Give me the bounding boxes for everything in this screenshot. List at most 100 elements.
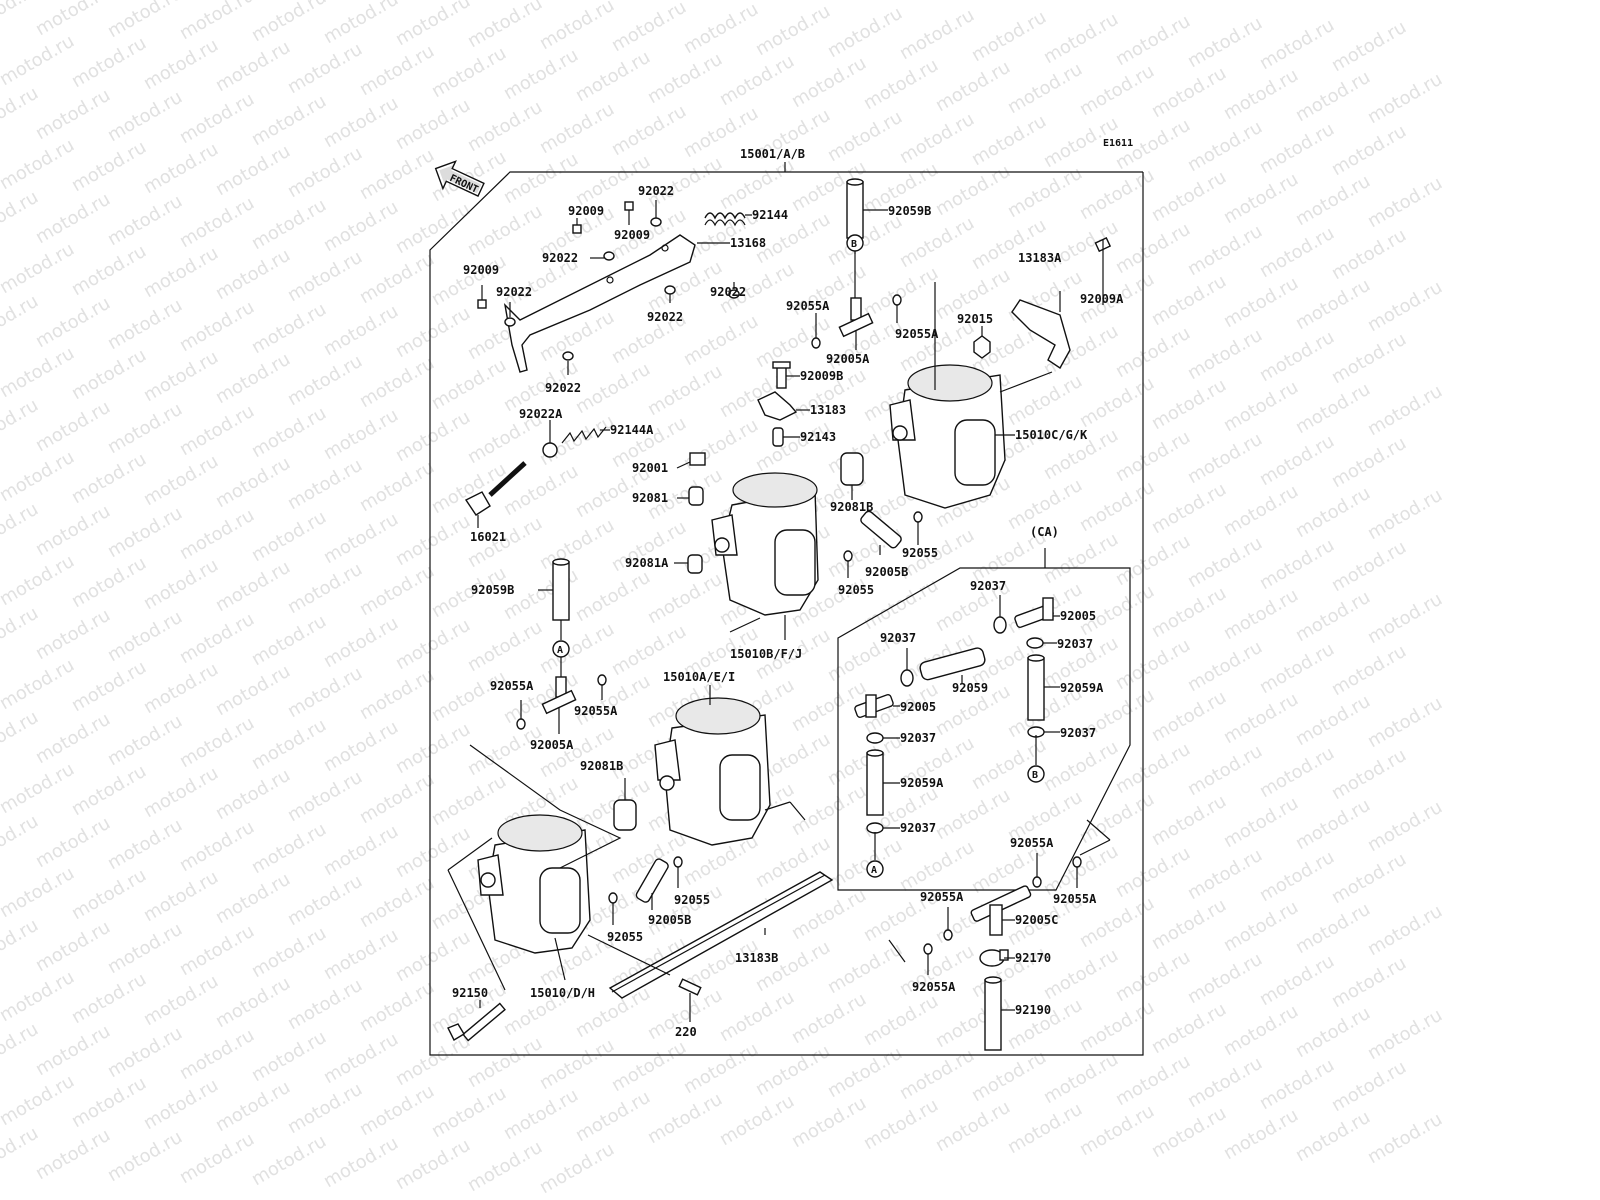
svg-text:92055A: 92055A <box>1010 836 1054 850</box>
clip-92037-3 <box>900 669 914 687</box>
o-ring-92055-low <box>673 856 683 868</box>
cable-16021 <box>464 461 527 516</box>
t-fitting-92005a-left <box>541 676 577 715</box>
svg-text:92005B: 92005B <box>648 913 691 927</box>
t-fitting-92005a-top <box>838 297 874 338</box>
hose-92059a-2 <box>866 749 884 816</box>
svg-text:16021: 16021 <box>470 530 506 544</box>
svg-text:92081: 92081 <box>632 491 668 505</box>
ca-subassembly-frame <box>837 567 1131 891</box>
svg-text:92009: 92009 <box>614 228 650 242</box>
svg-text:92005A: 92005A <box>530 738 574 752</box>
svg-text:92022: 92022 <box>647 310 683 324</box>
svg-text:92009: 92009 <box>463 263 499 277</box>
svg-text:92037: 92037 <box>1057 637 1093 651</box>
nut-92015 <box>973 335 991 359</box>
svg-text:92037: 92037 <box>880 631 916 645</box>
leader-lines <box>477 200 1104 1022</box>
svg-text:92055A: 92055A <box>1053 892 1097 906</box>
bracket-13183a <box>1011 299 1071 370</box>
hose-92059a-1 <box>1027 654 1045 721</box>
washer-92022-f <box>562 351 574 361</box>
svg-text:92059: 92059 <box>952 681 988 695</box>
plate-13183 <box>757 391 798 421</box>
connector-a-left: A <box>552 620 570 677</box>
carburetor-15010cgk <box>889 282 1053 509</box>
assembly-frame <box>429 171 1144 1056</box>
screw-92009-b <box>624 201 634 211</box>
o-ring-92055a-r2 <box>1072 856 1082 868</box>
o-ring-92055-mid2 <box>843 550 853 562</box>
callout-labels: 92022 92009 92144 92009 13168 92022 9200… <box>452 184 1124 1039</box>
pin-92143 <box>772 427 784 447</box>
hose-92059 <box>919 647 986 681</box>
spring-92081b-low <box>613 799 637 831</box>
carburetor-15010aei <box>654 685 806 846</box>
svg-text:92081A: 92081A <box>625 556 669 570</box>
svg-text:92144A: 92144A <box>610 423 654 437</box>
spring-92081b-top <box>840 452 864 486</box>
svg-text:92150: 92150 <box>452 986 488 1000</box>
fitting-92005b-mid <box>860 510 902 549</box>
carburetor-15010dh <box>447 744 622 991</box>
linkage-bracket <box>503 234 696 373</box>
bracket-13183b <box>608 871 834 999</box>
spring-92081a <box>687 554 703 574</box>
washer-92022-top <box>650 217 662 227</box>
o-ring-92055a-r1 <box>1032 876 1042 888</box>
svg-text:92143: 92143 <box>800 430 836 444</box>
svg-text:92081B: 92081B <box>580 759 623 773</box>
svg-text:92022: 92022 <box>710 285 746 299</box>
svg-text:92009B: 92009B <box>800 369 843 383</box>
svg-text:92081B: 92081B <box>830 500 873 514</box>
o-ring-92055a-left2 <box>597 674 607 686</box>
o-ring-92055-mid <box>913 511 923 523</box>
svg-text:92022: 92022 <box>542 251 578 265</box>
svg-text:92059A: 92059A <box>1060 681 1104 695</box>
svg-text:92055: 92055 <box>607 930 643 944</box>
svg-text:92059B: 92059B <box>888 204 931 218</box>
svg-text:A: A <box>557 645 563 656</box>
svg-text:92015: 92015 <box>957 312 993 326</box>
svg-text:13168: 13168 <box>730 236 766 250</box>
svg-text:92005: 92005 <box>1060 609 1096 623</box>
carburetor-15010bfj <box>711 472 819 616</box>
spring-92144 <box>704 212 746 227</box>
hose-92190 <box>984 976 1002 1051</box>
bolt-92150 <box>447 1002 506 1042</box>
svg-text:92055A: 92055A <box>490 679 534 693</box>
svg-text:92190: 92190 <box>1015 1003 1051 1017</box>
spring-92081 <box>688 486 704 506</box>
svg-text:92037: 92037 <box>900 821 936 835</box>
screw-92001 <box>689 452 706 466</box>
svg-text:92009A: 92009A <box>1080 292 1124 306</box>
fitting-92005b-low <box>635 858 669 903</box>
clamp-92170 <box>979 949 1009 967</box>
svg-text:92037: 92037 <box>900 731 936 745</box>
connector-b-right: B <box>1027 735 1045 783</box>
screw-92009-c <box>477 299 487 309</box>
svg-text:15010B/F/J: 15010B/F/J <box>730 647 802 661</box>
clip-92037-2 <box>1026 637 1044 649</box>
washer-92022-b <box>603 251 615 261</box>
svg-text:92005B: 92005B <box>865 565 908 579</box>
o-ring-92055a-r3 <box>943 929 953 941</box>
svg-text:15010A/E/I: 15010A/E/I <box>663 670 735 684</box>
svg-text:92170: 92170 <box>1015 951 1051 965</box>
svg-text:92055: 92055 <box>838 583 874 597</box>
t-fitting-92005-2 <box>854 694 894 718</box>
svg-text:92055A: 92055A <box>786 299 830 313</box>
svg-text:B: B <box>851 239 857 250</box>
svg-text:92005A: 92005A <box>826 352 870 366</box>
svg-text:13183A: 13183A <box>1018 251 1062 265</box>
o-ring-92055-low2 <box>608 892 618 904</box>
svg-text:92059A: 92059A <box>900 776 944 790</box>
assembly-label: 15001/A/B <box>740 147 805 161</box>
ca-subassembly-label: (CA) <box>1030 525 1059 539</box>
svg-text:92037: 92037 <box>970 579 1006 593</box>
svg-text:92022: 92022 <box>638 184 674 198</box>
screw-220 <box>678 978 702 996</box>
t-fitting-92005c <box>970 885 1032 936</box>
svg-text:92059B: 92059B <box>471 583 514 597</box>
